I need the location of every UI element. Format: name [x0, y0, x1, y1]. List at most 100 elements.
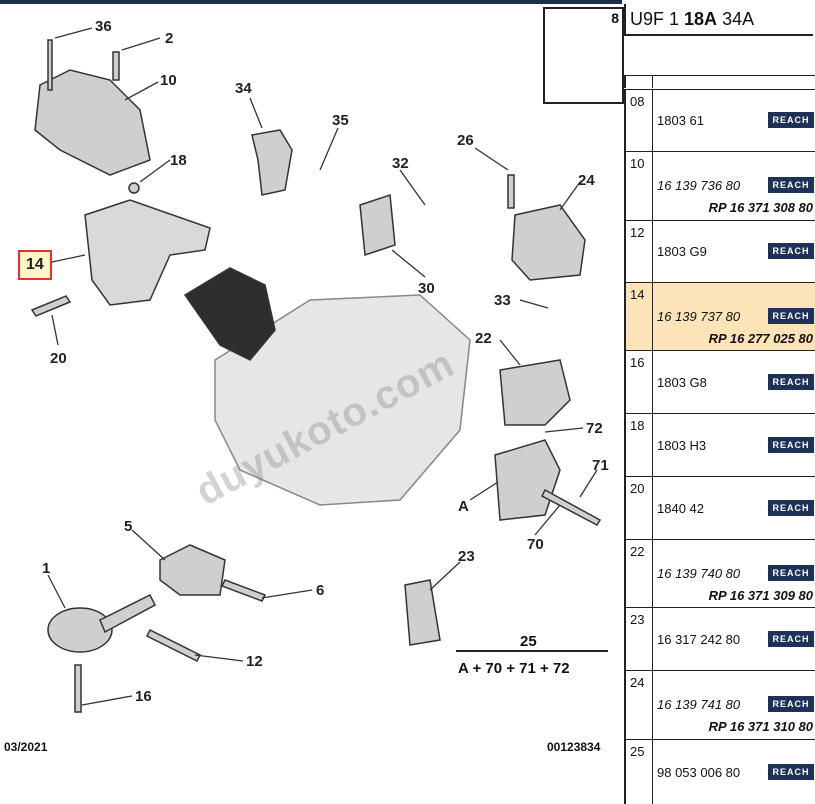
- row-divider: [652, 608, 653, 670]
- callout-34[interactable]: 34: [235, 80, 252, 97]
- row-divider: [652, 351, 653, 413]
- row-divider: [652, 283, 653, 350]
- parts-list-panel: U9F 1 18A 34A 08 1803 61 REACH 10 16 139 736…: [624, 0, 815, 804]
- callout-22[interactable]: 22: [475, 330, 492, 347]
- part-number-label: 08: [630, 94, 645, 109]
- part-reference[interactable]: 1803 H3: [657, 438, 707, 453]
- part-number-label: 22: [630, 544, 645, 559]
- bolt-70: [541, 488, 602, 526]
- bolt-36: [47, 39, 53, 91]
- nut-18: [128, 182, 140, 194]
- callout-14[interactable]: 14: [18, 250, 52, 280]
- reach-badge: REACH: [768, 565, 814, 581]
- part-row-20[interactable]: 20 1840 42 REACH: [624, 476, 815, 539]
- callout-1[interactable]: 1: [42, 560, 51, 577]
- part-reference[interactable]: 98 053 006 80: [657, 765, 741, 780]
- row-divider: [652, 477, 653, 539]
- inset-label: 8: [611, 10, 619, 26]
- diagram-ref: 00123834: [547, 740, 601, 754]
- assembly-a: [494, 439, 561, 521]
- reach-badge: REACH: [768, 243, 814, 259]
- top-bar: [0, 0, 622, 4]
- reach-badge: REACH: [768, 500, 814, 516]
- part-row-22[interactable]: 22 16 139 740 80 REACH RP 16 371 309 80: [624, 539, 815, 607]
- engine-mount-14: [84, 199, 211, 306]
- part-number-label: 10: [630, 156, 645, 171]
- parts-drawing: [30, 27, 602, 713]
- inset-box[interactable]: 8: [543, 7, 624, 104]
- replacement-reference[interactable]: RP 16 371 309 80: [708, 588, 813, 603]
- callout-18[interactable]: 18: [170, 152, 187, 169]
- formula-line: [456, 650, 608, 652]
- callout-20[interactable]: 20: [50, 350, 67, 367]
- formula-number[interactable]: 25: [520, 633, 537, 650]
- callout-23[interactable]: 23: [458, 548, 475, 565]
- bracket-34: [251, 129, 293, 196]
- part-reference[interactable]: 16 317 242 80: [657, 632, 741, 647]
- callout-32[interactable]: 32: [392, 155, 409, 172]
- reach-badge: REACH: [768, 112, 814, 128]
- row-divider: [652, 221, 653, 282]
- callout-2[interactable]: 2: [165, 30, 174, 47]
- reach-badge: REACH: [768, 308, 814, 324]
- part-row-10[interactable]: 10 16 139 736 80 REACH RP 16 371 308 80: [624, 151, 815, 220]
- part-number-label: 25: [630, 744, 645, 759]
- part-reference[interactable]: 16 139 737 80: [657, 309, 741, 324]
- part-reference[interactable]: 16 139 740 80: [657, 566, 741, 581]
- callout-6[interactable]: 6: [316, 582, 325, 599]
- part-number-label: 24: [630, 675, 645, 690]
- callout-36[interactable]: 36: [95, 18, 112, 35]
- bolt-26: [507, 174, 515, 209]
- bracket-22: [499, 359, 571, 426]
- panel-title: U9F 1 18A 34A: [624, 4, 813, 36]
- formula-text: A + 70 + 71 + 72: [458, 660, 570, 677]
- engine-block: [214, 294, 471, 506]
- callout-30[interactable]: 30: [418, 280, 435, 297]
- replacement-reference[interactable]: RP 16 371 308 80: [708, 200, 813, 215]
- part-reference[interactable]: 1803 G9: [657, 244, 707, 259]
- reach-badge: REACH: [768, 631, 814, 647]
- callout-a[interactable]: A: [458, 498, 469, 515]
- part-reference[interactable]: 16 139 741 80: [657, 697, 741, 712]
- callout-70[interactable]: 70: [527, 536, 544, 553]
- replacement-reference[interactable]: RP 16 371 310 80: [708, 719, 813, 734]
- part-reference[interactable]: 1840 42: [657, 501, 704, 516]
- bolt-2: [112, 51, 120, 81]
- callout-71[interactable]: 71: [592, 457, 609, 474]
- callout-10[interactable]: 10: [160, 72, 177, 89]
- replacement-reference[interactable]: RP 16 277 025 80: [708, 331, 813, 346]
- part-number-label: 18: [630, 418, 645, 433]
- title-pre: U9F 1: [630, 9, 685, 29]
- part-number-label: 20: [630, 481, 645, 496]
- part-row-08[interactable]: 08 1803 61 REACH: [624, 89, 815, 151]
- callout-33[interactable]: 33: [494, 292, 511, 309]
- callout-72[interactable]: 72: [586, 420, 603, 437]
- callout-24[interactable]: 24: [578, 172, 595, 189]
- reach-badge: REACH: [768, 374, 814, 390]
- engine-mount-10: [34, 69, 151, 176]
- row-divider: [652, 671, 653, 739]
- callout-5[interactable]: 5: [124, 518, 133, 535]
- mount-5: [159, 544, 226, 596]
- part-reference[interactable]: 16 139 736 80: [657, 178, 741, 193]
- bolt-6: [220, 579, 267, 602]
- bolt-12: [145, 628, 202, 663]
- callout-35[interactable]: 35: [332, 112, 349, 129]
- date-code: 03/2021: [4, 740, 48, 754]
- callout-26[interactable]: 26: [457, 132, 474, 149]
- part-reference[interactable]: 1803 G8: [657, 375, 707, 390]
- reach-badge: REACH: [768, 177, 814, 193]
- callout-12[interactable]: 12: [246, 653, 263, 670]
- part-reference[interactable]: 1803 61: [657, 113, 704, 128]
- bolt-16: [74, 664, 82, 713]
- callout-16[interactable]: 16: [135, 688, 152, 705]
- title-bold: 18A: [684, 9, 718, 29]
